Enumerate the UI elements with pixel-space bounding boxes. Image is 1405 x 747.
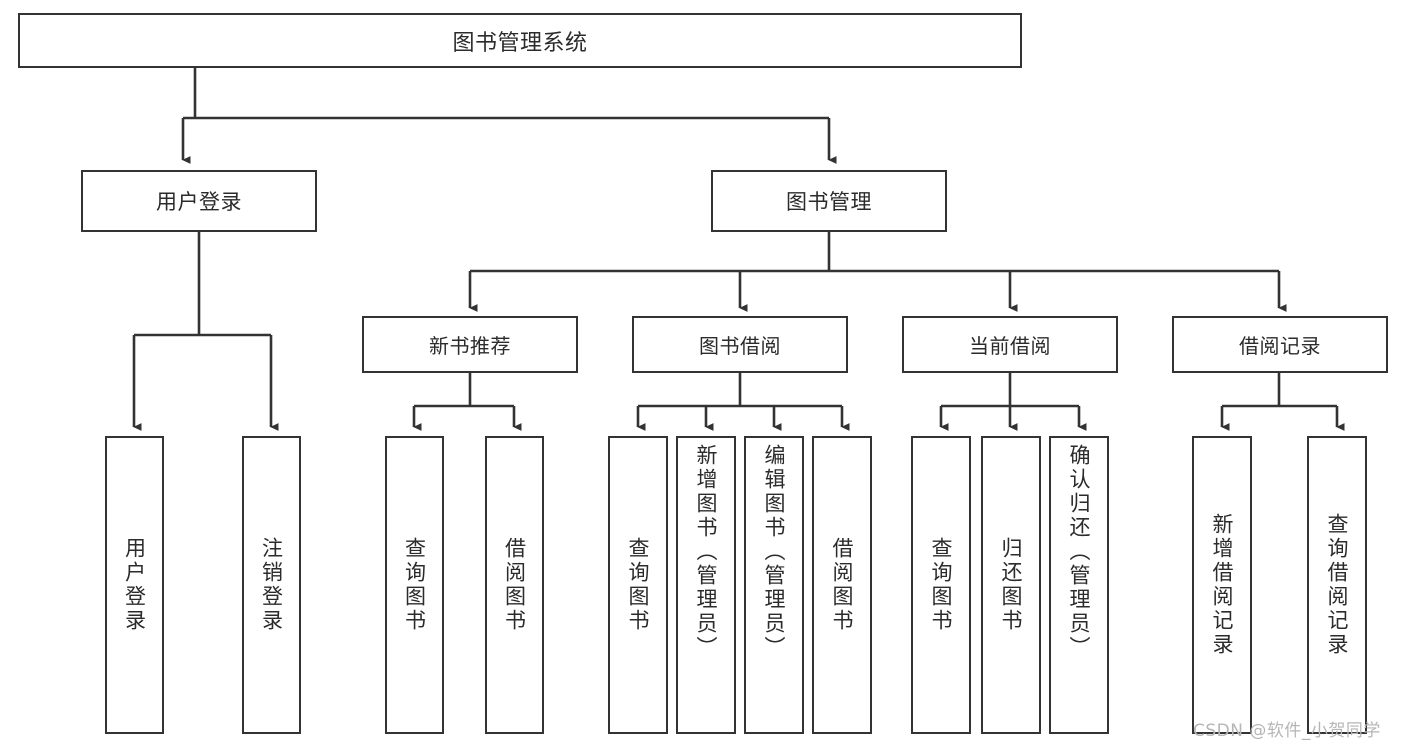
node-current-borrow-label: 当前借阅 (969, 334, 1051, 358)
node-leaf-borrow-book-2-label: 借阅图书 (830, 537, 855, 633)
node-leaf-return-book-label: 归还图书 (999, 537, 1024, 633)
node-current-borrow[interactable]: 当前借阅 (902, 316, 1118, 373)
node-leaf-confirm-return-label: 确认归还（管理员） (1067, 444, 1092, 660)
node-leaf-borrow-book-2[interactable]: 借阅图书 (812, 436, 872, 734)
node-leaf-user-login-label: 用户登录 (122, 537, 147, 633)
node-leaf-add-record[interactable]: 新增借阅记录 (1192, 436, 1252, 734)
node-leaf-query-book-3[interactable]: 查询图书 (911, 436, 971, 734)
node-new-book-recommend[interactable]: 新书推荐 (362, 316, 578, 373)
node-leaf-query-book-2-label: 查询图书 (626, 537, 651, 633)
node-leaf-add-book-label: 新增图书（管理员） (694, 444, 719, 660)
node-leaf-query-record-label: 查询借阅记录 (1325, 513, 1350, 657)
node-leaf-user-logout-label: 注销登录 (259, 537, 284, 633)
node-leaf-add-book[interactable]: 新增图书（管理员） (676, 436, 736, 734)
node-new-book-recommend-label: 新书推荐 (429, 334, 511, 358)
node-root[interactable]: 图书管理系统 (18, 13, 1022, 68)
node-leaf-return-book[interactable]: 归还图书 (981, 436, 1041, 734)
node-leaf-add-record-label: 新增借阅记录 (1210, 513, 1235, 657)
csdn-watermark: CSDN @软件_小贺同学 (1193, 721, 1381, 741)
node-leaf-query-record[interactable]: 查询借阅记录 (1307, 436, 1367, 734)
node-leaf-query-book-1[interactable]: 查询图书 (385, 436, 444, 734)
node-book-management-label: 图书管理 (786, 190, 872, 214)
node-leaf-user-login[interactable]: 用户登录 (105, 436, 164, 734)
node-borrow-record-label: 借阅记录 (1239, 334, 1321, 358)
node-leaf-query-book-3-label: 查询图书 (929, 537, 954, 633)
node-leaf-edit-book-label: 编辑图书（管理员） (762, 444, 787, 660)
node-book-borrow[interactable]: 图书借阅 (632, 316, 848, 373)
node-leaf-query-book-2[interactable]: 查询图书 (608, 436, 668, 734)
node-leaf-user-logout[interactable]: 注销登录 (242, 436, 301, 734)
node-book-management[interactable]: 图书管理 (711, 170, 947, 232)
node-user-login[interactable]: 用户登录 (81, 170, 317, 232)
node-borrow-record[interactable]: 借阅记录 (1172, 316, 1388, 373)
node-book-borrow-label: 图书借阅 (699, 334, 781, 358)
node-leaf-edit-book[interactable]: 编辑图书（管理员） (744, 436, 804, 734)
node-root-label: 图书管理系统 (452, 30, 588, 56)
node-leaf-borrow-book-1-label: 借阅图书 (502, 537, 527, 633)
node-user-login-label: 用户登录 (156, 190, 242, 214)
node-leaf-confirm-return[interactable]: 确认归还（管理员） (1049, 436, 1109, 734)
node-leaf-query-book-1-label: 查询图书 (402, 537, 427, 633)
node-leaf-borrow-book-1[interactable]: 借阅图书 (485, 436, 544, 734)
